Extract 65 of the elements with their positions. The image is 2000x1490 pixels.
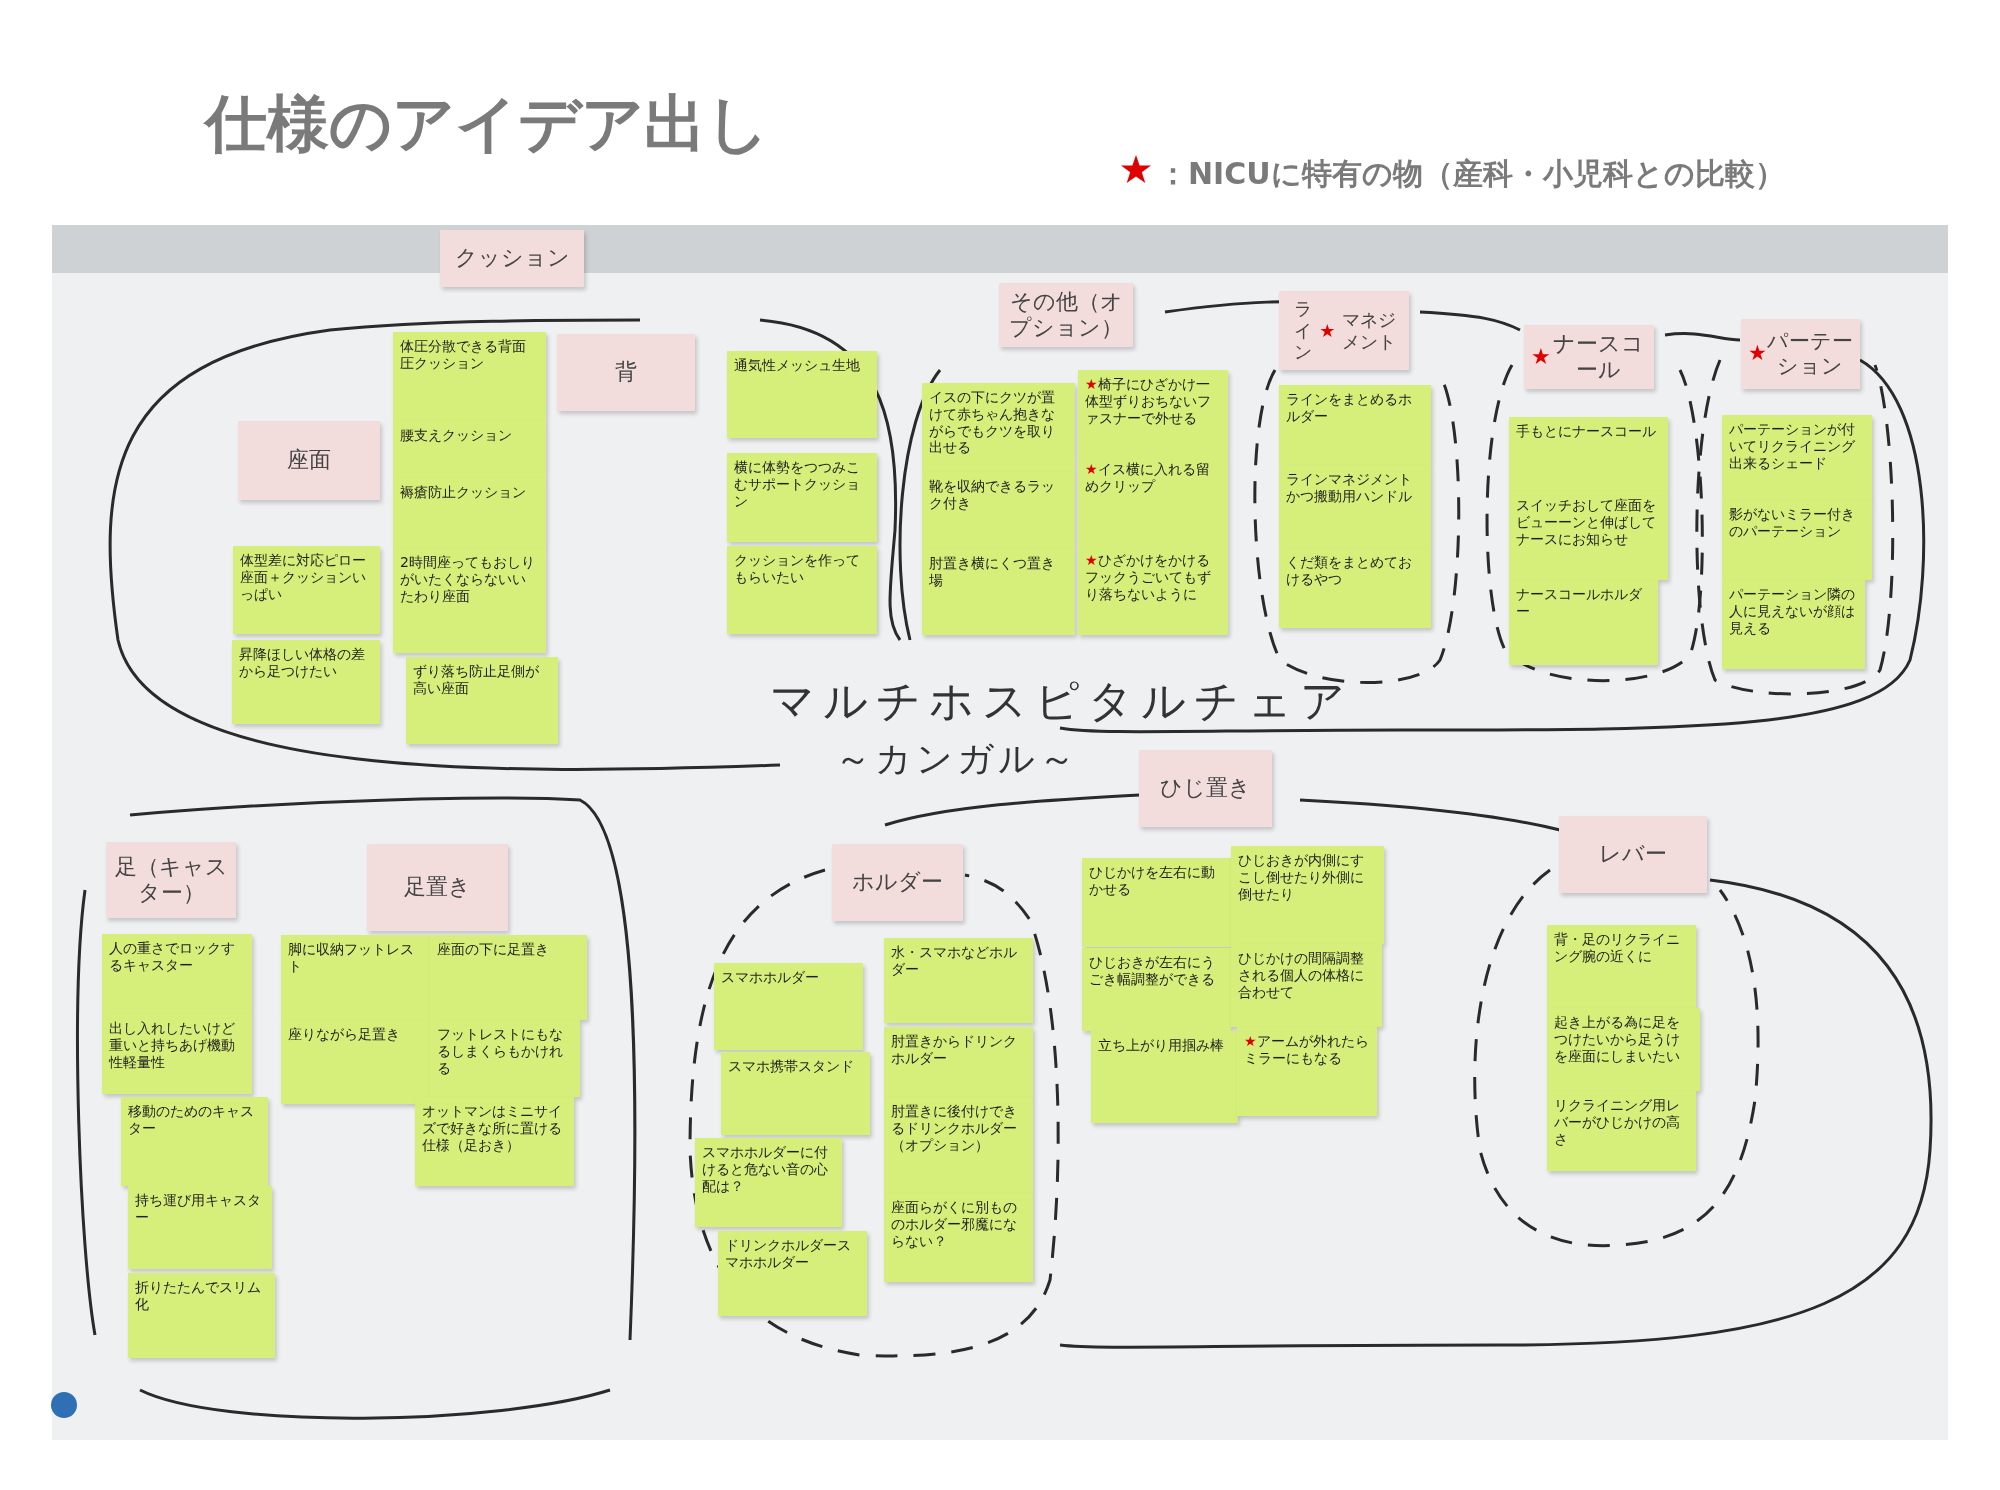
idea-sticky-note: 肘置きに後付けできるドリンクホルダー（オプション）	[884, 1097, 1033, 1193]
idea-sticky-note: 起き上がる為に足をつけたいから足うけを座面にしまいたい	[1547, 1008, 1700, 1091]
idea-sticky-note: ラインをまとめるホルダー	[1279, 385, 1431, 465]
category-sticky-note: 足（キャスター）	[106, 842, 236, 918]
category-sticky-note: 足置き	[367, 844, 508, 931]
idea-sticky-note: ひじかけを左右に動かせる	[1082, 858, 1231, 947]
category-sticky-note: 座面	[238, 421, 380, 500]
idea-sticky-note: ★ひざかけをかけるフックうごいてもずり落ちないように	[1078, 546, 1228, 635]
idea-sticky-note: イスの下にクツが置けて赤ちゃん抱きながらでもクツを取り出せる	[922, 383, 1075, 472]
idea-sticky-note: ★椅子にひざかけ一体型ずりおちないファスナーで外せる	[1078, 370, 1228, 455]
idea-sticky-note: 座面らがくに別もののホルダー邪魔にならない？	[884, 1193, 1033, 1282]
idea-sticky-note: 移動のためのキャスター	[121, 1097, 268, 1186]
idea-sticky-note: 2時間座ってもおしりがいたくならないいたわり座面	[393, 548, 546, 653]
category-sticky-note: ひじ置き	[1139, 750, 1272, 827]
handwritten-heading: ～カンガル～	[835, 737, 1079, 781]
idea-sticky-note: スマホ携帯スタンド	[721, 1052, 870, 1135]
idea-sticky-note: 肘置きからドリンクホルダー	[884, 1027, 1033, 1097]
category-sticky-note: レバー	[1559, 816, 1707, 893]
idea-sticky-note: 通気性メッシュ生地	[727, 351, 877, 438]
idea-sticky-note: 腰支えクッション	[393, 421, 546, 478]
idea-sticky-note: クッションを作ってもらいたい	[727, 546, 877, 634]
idea-sticky-note: 出し入れしたいけど重いと持ちあげ機動性軽量性	[102, 1014, 252, 1094]
idea-sticky-note: ★イス横に入れる留めクリップ	[1078, 455, 1228, 546]
idea-sticky-note: 肘置き横にくつ置き場	[922, 549, 1075, 635]
category-sticky-note: ホルダー	[832, 844, 963, 921]
idea-sticky-note: 背・足のリクライニング腕の近くに	[1547, 925, 1696, 1008]
idea-sticky-note: ひじかけの間隔調整される個人の体格に合わせて	[1231, 944, 1382, 1027]
idea-sticky-note: オットマンはミニサイズで好きな所に置ける仕様（足おき）	[415, 1097, 574, 1186]
idea-sticky-note: 座りながら足置き	[281, 1020, 430, 1104]
idea-sticky-note: 靴を収納できるラック付き	[922, 472, 1075, 549]
idea-sticky-note: 水・スマホなどホルダー	[884, 938, 1033, 1023]
idea-sticky-note: スマホホルダー	[714, 963, 863, 1050]
handwritten-heading: マルチホスピタルチェア	[770, 674, 1353, 728]
idea-sticky-note: 手もとにナースコール	[1509, 417, 1668, 491]
idea-sticky-note: フットレストにもなるしまくらもかけれる	[430, 1020, 580, 1097]
idea-sticky-note: 横に体勢をつつみこむサポートクッション	[727, 453, 877, 542]
idea-sticky-note: くだ類をまとめておけるやつ	[1279, 548, 1431, 628]
category-sticky-note: 背	[557, 334, 695, 411]
category-sticky-note: その他（オプション）	[999, 283, 1133, 347]
idea-sticky-note: 体型差に対応ピロー座面＋クッションいっぱい	[233, 546, 380, 634]
category-sticky-note: クッション	[440, 230, 584, 287]
legend-text: ：NICUに特有の物（産科・小児科との比較）	[1158, 155, 1785, 193]
idea-sticky-note: パーテーション隣の人に見えないが顔は見える	[1722, 580, 1865, 669]
idea-sticky-note: 脚に収納フットレスト	[281, 935, 430, 1020]
idea-sticky-note: ひじおきが左右にうごき幅調整ができる	[1082, 948, 1231, 1031]
idea-sticky-note: 折りたたんでスリム化	[128, 1273, 275, 1358]
idea-sticky-note: 褥瘡防止クッション	[393, 478, 546, 548]
idea-sticky-note: リクライニング用レバーがひじかけの高さ	[1547, 1091, 1696, 1171]
idea-sticky-note: ナースコールホルダー	[1509, 580, 1658, 665]
idea-sticky-note: 持ち運び用キャスター	[128, 1186, 272, 1269]
idea-sticky-note: ラインマネジメントかつ搬動用ハンドル	[1279, 465, 1431, 548]
idea-sticky-note: 人の重さでロックするキャスター	[102, 934, 252, 1014]
idea-sticky-note: ドリンクホルダースマホホルダー	[718, 1231, 867, 1316]
idea-sticky-note: スイッチおして座面をビューーンと伸ばしてナースにお知らせ	[1509, 491, 1668, 580]
idea-sticky-note: ★アームが外れたらミラーにもなる	[1237, 1027, 1377, 1116]
idea-sticky-note: 体圧分散できる背面圧クッション	[393, 332, 546, 421]
idea-sticky-note: ずり落ち防止足側が高い座面	[406, 657, 558, 744]
idea-sticky-note: 立ち上がり用掴み棒	[1091, 1031, 1238, 1123]
idea-sticky-note: 昇降ほしい体格の差から足つけたい	[232, 640, 380, 724]
idea-sticky-note: ひじおきが内側にすこし倒せたり外側に倒せたり	[1231, 846, 1384, 944]
idea-sticky-note: スマホホルダーに付けると危ない音の心配は？	[695, 1138, 842, 1227]
idea-sticky-note: パーテーションが付いてリクライニング出来るシェード	[1722, 415, 1872, 500]
idea-sticky-note: 影がないミラー付きのパーテーション	[1722, 500, 1872, 580]
slide-title: 仕様のアイデア出し	[205, 86, 769, 162]
idea-sticky-note: 座面の下に足置き	[430, 935, 587, 1020]
